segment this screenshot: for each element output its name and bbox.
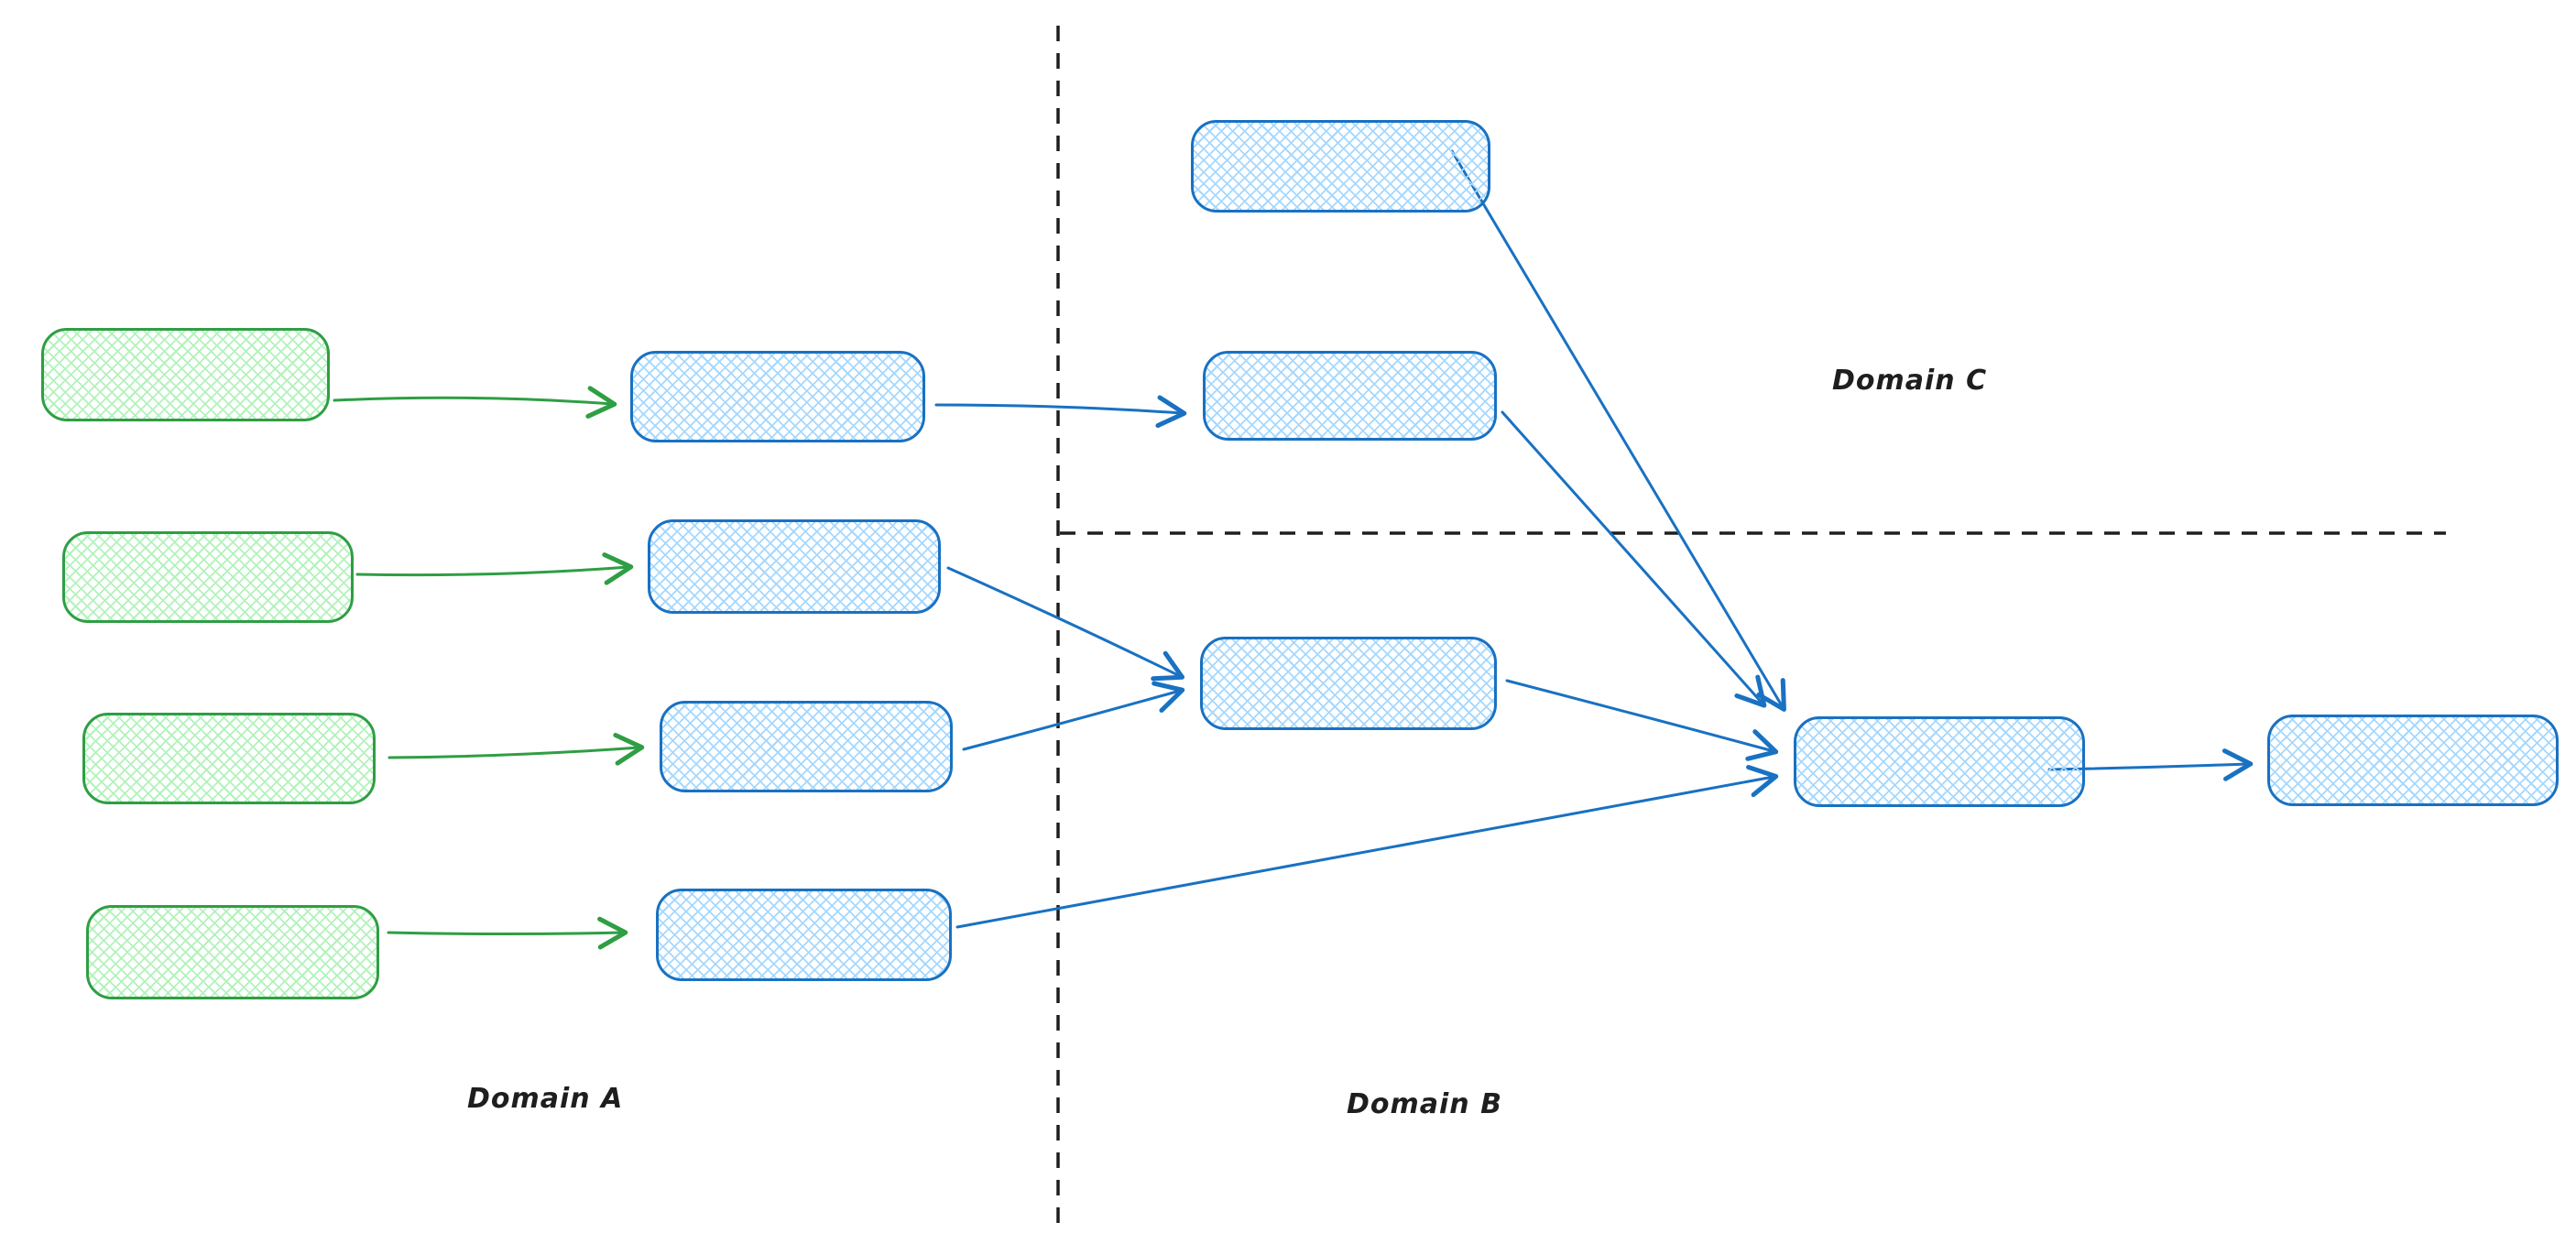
- node-stage-b-mid[interactable]: [1200, 637, 1497, 730]
- node-source-4[interactable]: [86, 905, 379, 999]
- node-stage-a-3[interactable]: [660, 701, 953, 792]
- arrow-stage-c-mid-to-aggregator[interactable]: [1501, 410, 1767, 708]
- label-domain-c[interactable]: Domain C: [1832, 365, 1988, 397]
- arrow-stage-a-4-to-aggregator[interactable]: [955, 764, 1779, 929]
- node-output[interactable]: [2267, 715, 2559, 806]
- arrow-source-3-to-stage-a-3[interactable]: [387, 733, 645, 766]
- node-source-1[interactable]: [41, 328, 330, 421]
- arrow-stage-a-1-to-stage-c-mid[interactable]: [934, 395, 1187, 429]
- node-stage-a-1[interactable]: [630, 351, 925, 442]
- label-domain-b[interactable]: Domain B: [1347, 1088, 1502, 1120]
- node-source-2[interactable]: [62, 531, 354, 623]
- arrow-stage-a-3-to-stage-b-mid[interactable]: [962, 681, 1185, 751]
- arrow-source-4-to-stage-a-4[interactable]: [387, 916, 628, 950]
- node-stage-a-2[interactable]: [648, 519, 941, 614]
- node-stage-c-mid[interactable]: [1203, 351, 1497, 441]
- node-stage-c-top[interactable]: [1191, 120, 1490, 213]
- node-stage-a-4[interactable]: [656, 889, 952, 981]
- node-source-3[interactable]: [82, 713, 376, 804]
- arrow-source-1-to-stage-a-1[interactable]: [333, 386, 617, 419]
- label-domain-a[interactable]: Domain A: [467, 1083, 624, 1115]
- node-aggregator[interactable]: [1794, 716, 2085, 807]
- arrow-stage-b-mid-to-aggregator[interactable]: [1505, 679, 1779, 761]
- arrow-source-2-to-stage-a-2[interactable]: [355, 552, 634, 585]
- arrow-stage-a-2-to-stage-b-mid[interactable]: [946, 566, 1185, 682]
- arrow-stage-c-top-to-aggregator[interactable]: [1450, 149, 1786, 712]
